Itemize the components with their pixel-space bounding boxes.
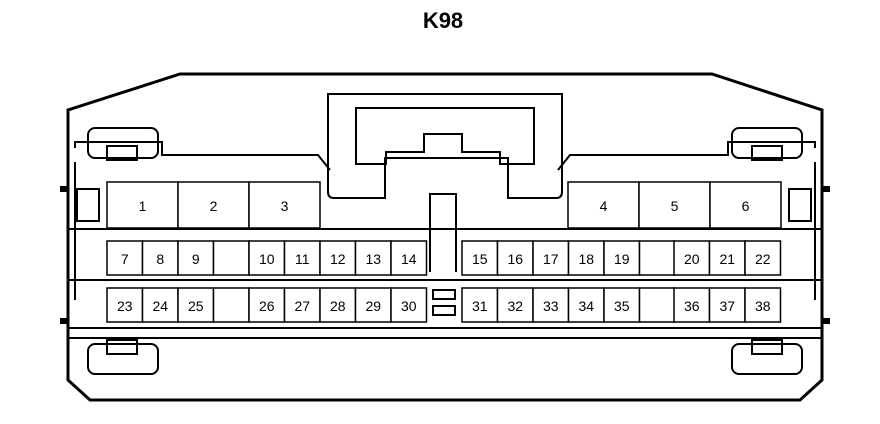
top-key-inner	[355, 107, 535, 165]
pin-cell	[567, 181, 640, 229]
pin-label: 3	[281, 198, 289, 214]
pin-label: 12	[330, 251, 346, 267]
pin-cell	[248, 287, 286, 323]
pin-cell	[709, 181, 782, 229]
latch-bottom-right	[731, 343, 803, 375]
pin-cell	[354, 240, 392, 276]
pin-label: 34	[578, 298, 594, 314]
pin-label: 7	[121, 251, 129, 267]
pin-cell	[248, 181, 321, 229]
pin-label: 13	[365, 251, 381, 267]
pin-label: 16	[507, 251, 523, 267]
pin-label: 19	[614, 251, 630, 267]
pin-cell	[177, 181, 250, 229]
connector-title: K98	[422, 8, 464, 33]
pin-label: 36	[684, 298, 700, 314]
pin-cell	[106, 181, 179, 229]
pin-label: 8	[156, 251, 164, 267]
pin-cell	[461, 240, 499, 276]
side-square-right	[788, 188, 812, 222]
blank-cavity	[638, 287, 676, 323]
pin-label: 10	[259, 251, 275, 267]
pin-cell	[744, 240, 782, 276]
pin-label: 38	[755, 298, 771, 314]
pin-cell	[496, 287, 534, 323]
pin-cell	[673, 287, 711, 323]
pin-label: 9	[192, 251, 200, 267]
pin-label: 1	[139, 198, 147, 214]
pin-cell	[744, 287, 782, 323]
pin-label: 30	[401, 298, 417, 314]
pin-cell	[390, 287, 428, 323]
pin-cell	[532, 240, 570, 276]
latch-bottom-left	[87, 343, 159, 375]
pin-label: 23	[117, 298, 133, 314]
pin-label: 25	[188, 298, 204, 314]
pin-cell	[248, 240, 286, 276]
pin-label: 2	[210, 198, 218, 214]
pin-label: 26	[259, 298, 275, 314]
pin-cell	[496, 240, 534, 276]
top-key	[327, 93, 563, 199]
latch-top-right	[731, 127, 803, 159]
center-slot-bottom	[432, 305, 456, 316]
pin-label: 35	[614, 298, 630, 314]
pin-label: 6	[742, 198, 750, 214]
housing-inner-top-right	[557, 141, 816, 171]
blank-cavity	[212, 287, 250, 323]
pin-cell	[177, 240, 215, 276]
pin-label: 29	[365, 298, 381, 314]
housing-outline	[66, 72, 824, 402]
center-post	[429, 193, 457, 272]
pin-label: 21	[719, 251, 735, 267]
pin-cell	[603, 240, 641, 276]
pin-label: 28	[330, 298, 346, 314]
latch-top-left	[87, 127, 159, 159]
pin-label: 27	[294, 298, 310, 314]
pin-cell	[319, 240, 357, 276]
pin-cell	[567, 287, 605, 323]
blank-cavity	[212, 240, 250, 276]
blank-cavity	[638, 240, 676, 276]
pin-cell	[319, 287, 357, 323]
pin-label: 15	[472, 251, 488, 267]
pin-cell	[461, 287, 499, 323]
pin-label: 33	[543, 298, 559, 314]
pin-label: 17	[543, 251, 559, 267]
pin-cell	[603, 287, 641, 323]
pin-cell	[638, 181, 711, 229]
pin-label: 32	[507, 298, 523, 314]
pin-label: 24	[152, 298, 168, 314]
pin-label: 20	[684, 251, 700, 267]
pin-label: 14	[401, 251, 417, 267]
pin-cell	[106, 287, 144, 323]
pin-label: 4	[600, 198, 608, 214]
pin-label: 5	[671, 198, 679, 214]
pin-label: 18	[578, 251, 594, 267]
pin-cell	[177, 287, 215, 323]
pin-label: 11	[295, 251, 310, 267]
pin-label: 22	[755, 251, 771, 267]
pin-label: 37	[719, 298, 735, 314]
pin-label: 31	[472, 298, 488, 314]
housing-inner-top	[74, 141, 331, 171]
pin-cell	[141, 240, 179, 276]
pin-cell	[390, 240, 428, 276]
center-slot-top	[432, 289, 456, 300]
side-square-left	[76, 188, 100, 222]
pin-cell	[708, 287, 746, 323]
pin-cell	[354, 287, 392, 323]
